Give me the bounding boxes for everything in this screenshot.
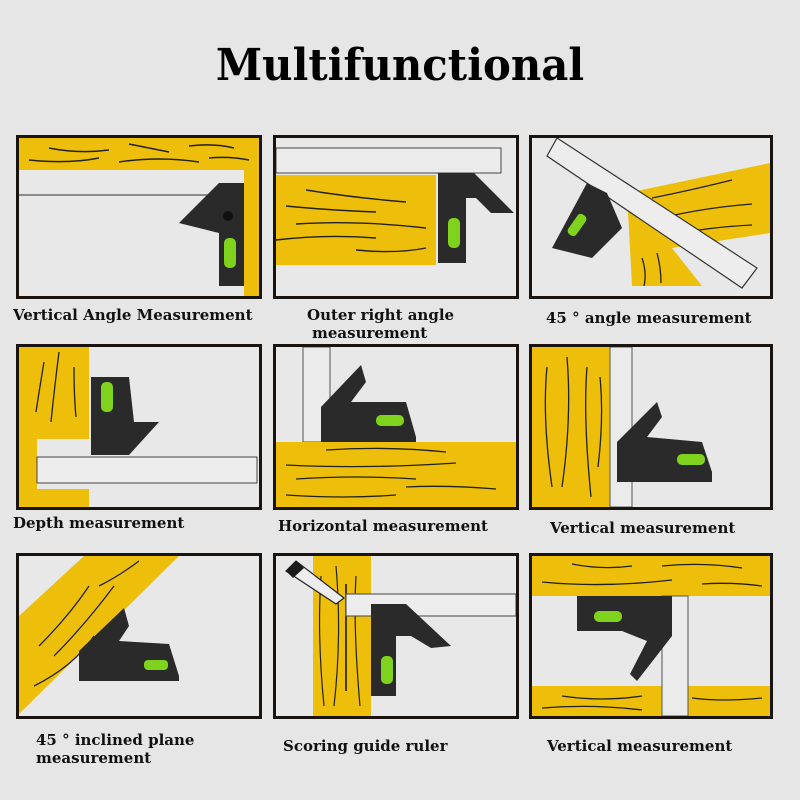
depth-diagram-icon <box>19 347 258 507</box>
panel-horizontal <box>273 344 519 510</box>
vertical-diagram-icon <box>532 347 712 507</box>
panel-inclined-plane <box>16 553 262 719</box>
45-degree-angle-diagram-icon <box>546 138 770 289</box>
inclined-plane-diagram-icon <box>19 556 179 714</box>
panel-scoring-guide <box>273 553 519 719</box>
page-title: Multifunctional <box>215 40 585 91</box>
outer-right-angle-diagram-icon <box>276 147 514 265</box>
caption-scoring-guide: Scoring guide ruler <box>283 737 448 755</box>
vertical-angle-diagram-icon <box>19 138 259 296</box>
panel-depth <box>16 344 262 510</box>
vertical-diagram-2-icon <box>532 556 770 716</box>
caption-vertical-angle: Vertical Angle Measurement <box>13 306 253 324</box>
caption-horizontal: Horizontal measurement <box>278 517 488 535</box>
caption-vertical: Vertical measurement <box>550 519 736 537</box>
caption-outer-right-angle: Outer right angle measurement <box>307 306 454 342</box>
caption-line-2: measurement <box>312 324 428 342</box>
caption-line-2: measurement <box>36 749 152 767</box>
caption-vertical-2: Vertical measurement <box>547 737 733 755</box>
panel-vertical-2 <box>529 553 773 719</box>
panel-45-angle <box>529 135 773 299</box>
panel-outer-right-angle <box>273 135 519 299</box>
scoring-guide-diagram-icon <box>285 556 516 716</box>
caption-line-1: 45 ° inclined plane <box>36 731 195 749</box>
horizontal-diagram-icon <box>276 347 516 507</box>
caption-line-1: Outer right angle <box>307 306 455 324</box>
caption-inclined-plane: 45 ° inclined plane measurement <box>36 731 194 767</box>
panel-vertical-angle <box>16 135 262 299</box>
caption-45-angle: 45 ° angle measurement <box>546 309 752 327</box>
panel-vertical <box>529 344 773 510</box>
caption-depth: Depth measurement <box>13 514 185 532</box>
